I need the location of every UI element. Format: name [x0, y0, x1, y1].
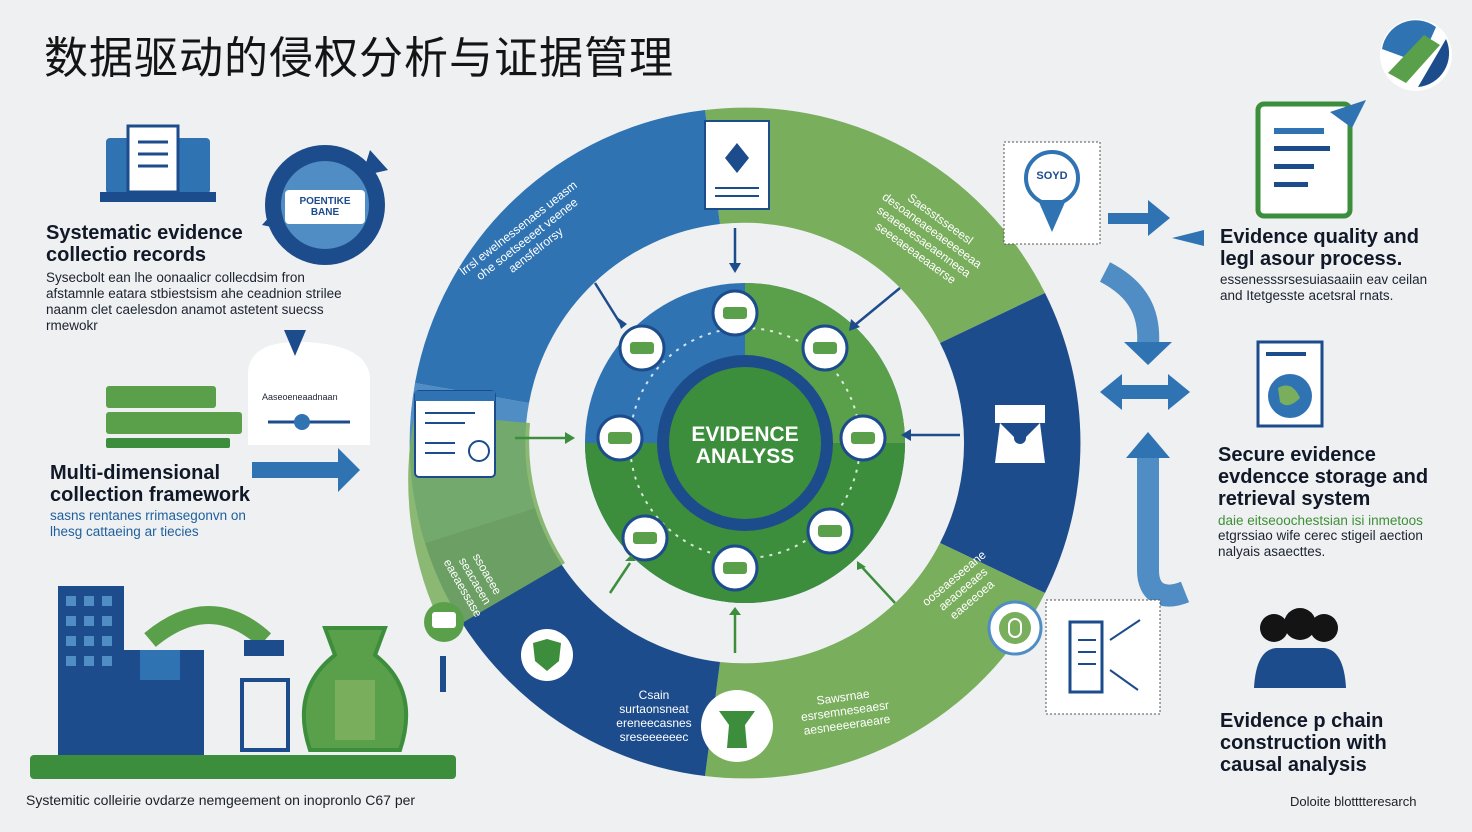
scale-stack-icon — [106, 330, 370, 448]
building-icon — [58, 586, 204, 758]
gavel-hand-icon — [995, 405, 1045, 463]
center-title-line1: EVIDENCE — [691, 423, 798, 446]
card-label: Aaseoeneaadnaan — [262, 392, 338, 402]
scale-justice-icon — [1045, 599, 1161, 715]
right-section1-heading: Evidence quality and legl asour process. — [1220, 226, 1419, 270]
right-section2-body-green: daie eitseoochestsian isi inmetoos — [1218, 513, 1423, 528]
badge-circle-icon — [262, 145, 388, 265]
fingerprint-icon — [987, 600, 1043, 656]
right-section2-heading: Secure evidence evdencce storage and ret… — [1218, 444, 1429, 510]
globe-document-icon — [1256, 340, 1324, 428]
lamp-icon — [701, 690, 773, 762]
ribbon-badge-icon — [1003, 141, 1101, 245]
right-section2-body: etgrssiao wife cerec stigeil aection nal… — [1218, 528, 1423, 559]
document-card-icon — [414, 390, 496, 478]
footer-right: Doloite blotttteresarch — [1290, 794, 1417, 809]
money-bag-icon — [301, 626, 409, 752]
left-section2-heading: Multi-dimensional collection framework — [50, 462, 251, 506]
lamp-arch-icon — [144, 606, 290, 752]
left-section2-body: sasns rentanes rrimasegonvn on lhesg cat… — [50, 508, 246, 539]
left-section1-body: Sysecbolt ean lhe oonaalicr collecdsim f… — [46, 270, 342, 333]
ground-bar — [30, 755, 456, 779]
center-title-line2: ANALYSS — [696, 445, 794, 468]
badge-text-left: POENTIKE BANE — [299, 196, 351, 218]
footer-left: Systemitic colleirie ovdarze nemgeement … — [26, 792, 416, 808]
page-title: 数据驱动的侵权分析与证据管理 — [44, 33, 674, 84]
flow-arrows — [252, 200, 1204, 607]
right-section3-heading: Evidence p chain construction with causa… — [1220, 710, 1387, 776]
shield-icon — [521, 629, 573, 681]
badge-text-right: SOYD — [1036, 170, 1068, 182]
left-section1-heading: Systematic evidence collectio records — [46, 222, 243, 266]
laptop-document-icon — [100, 124, 216, 202]
ring-label-bottom-left: Csain surtaonsneat ereneecasnes sreseeee… — [616, 688, 692, 744]
right-section1-body: essenesssrsesuiasaaiin eav ceilan and It… — [1220, 272, 1428, 303]
people-group-icon — [1254, 608, 1346, 688]
small-badge-icon — [424, 602, 464, 692]
document-icon — [1255, 100, 1366, 219]
certificate-icon — [704, 120, 770, 210]
